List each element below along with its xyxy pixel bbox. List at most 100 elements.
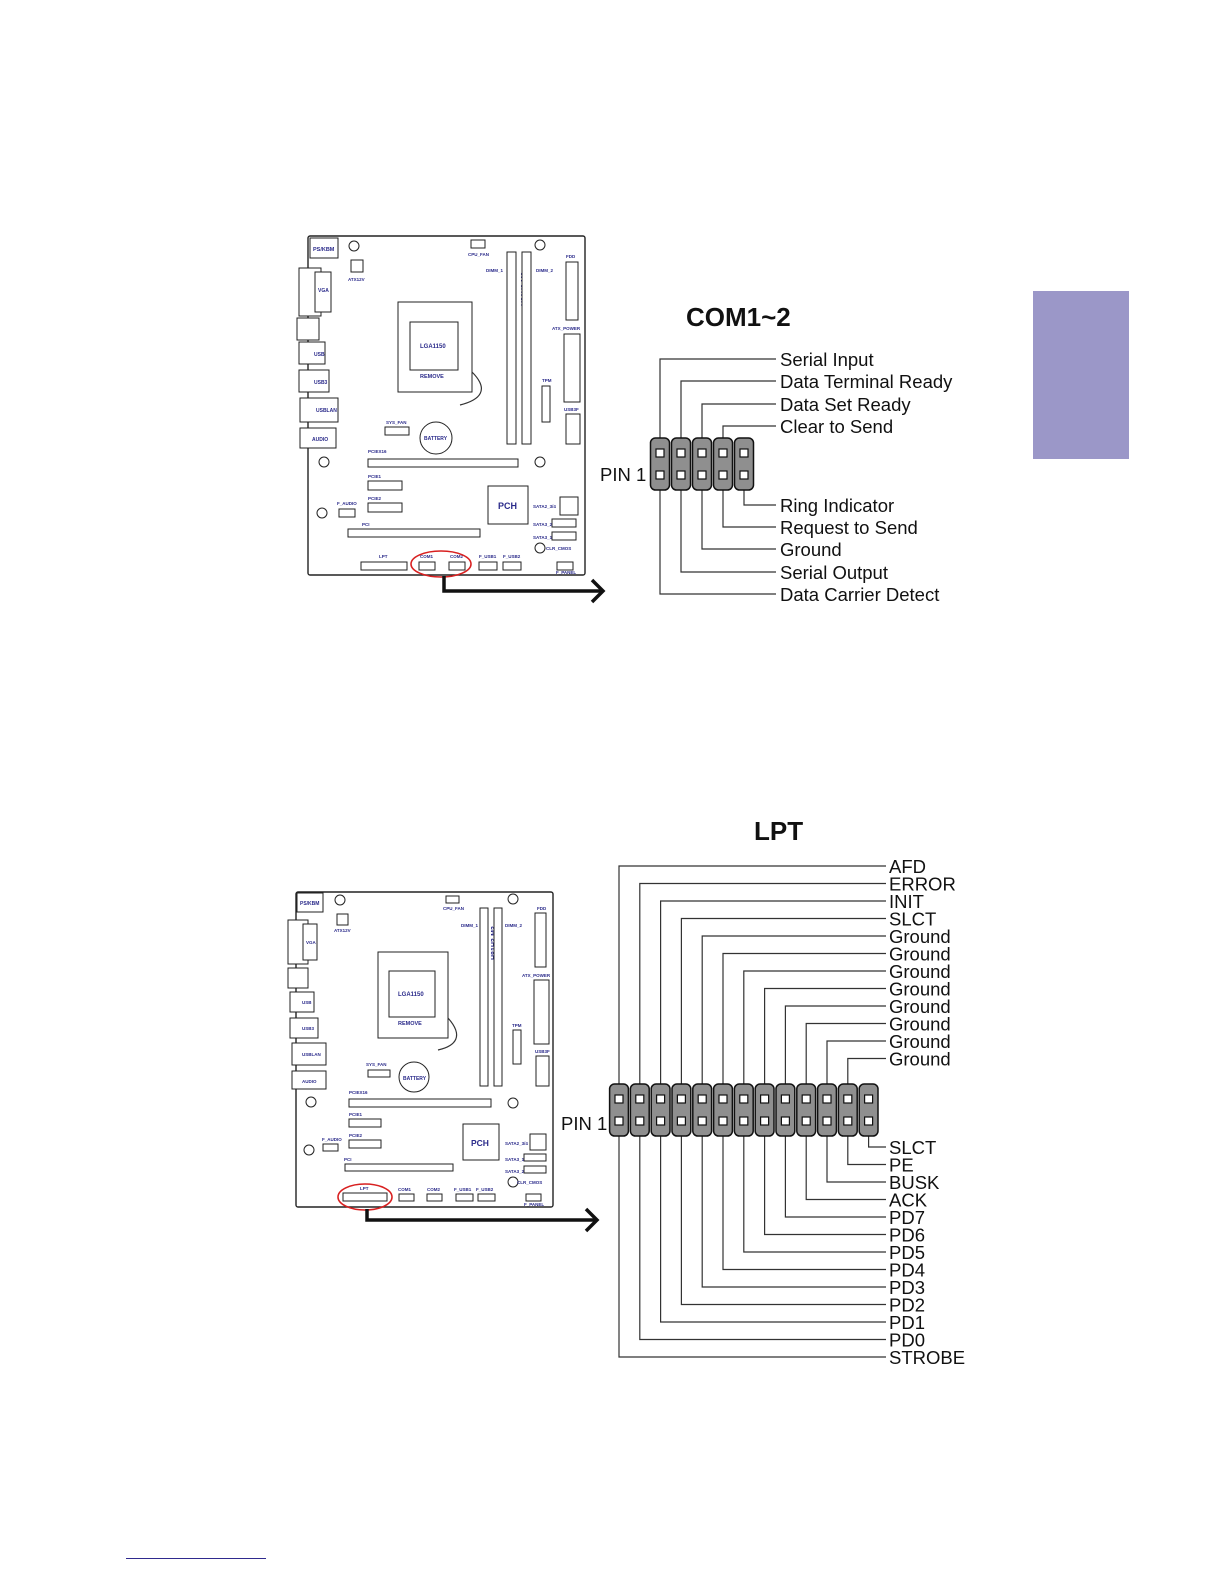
lpt-wire	[639, 1136, 886, 1341]
lpt-wire	[701, 1136, 886, 1288]
lpt-pin	[676, 1116, 687, 1126]
com-top-pin-label: Data Set Ready	[780, 394, 911, 415]
svg-text:PCIE2: PCIE2	[349, 1133, 363, 1138]
svg-text:PCIE1: PCIE1	[368, 474, 382, 479]
lpt-pin	[863, 1116, 874, 1126]
lpt-pinout-diagram: LPT PIN 1 AFDERRORINITSLCTGroundGroundGr…	[561, 816, 965, 1368]
lpt-column	[608, 1083, 630, 1137]
svg-text:F_USB2: F_USB2	[503, 554, 521, 559]
hdmi-port	[296, 317, 320, 341]
lpt-pin	[780, 1116, 791, 1126]
com-column	[712, 437, 734, 491]
svg-text:LPT: LPT	[360, 1186, 369, 1191]
lpt-pin	[739, 1094, 749, 1104]
svg-text:CLR_CMOS: CLR_CMOS	[546, 546, 571, 551]
motherboard-diagram-lpt: PS/KBM VGA USB USB3 USBLAN AUDIO ATX12V …	[287, 891, 600, 1233]
svg-text:LPT: LPT	[379, 554, 388, 559]
svg-text:REMOVE: REMOVE	[420, 374, 444, 380]
lpt-pin	[863, 1094, 874, 1104]
usblan-port	[299, 397, 339, 423]
svg-text:PCIE2: PCIE2	[368, 496, 382, 501]
svg-text:PCIEX16: PCIEX16	[349, 1090, 368, 1095]
lpt-arrow	[365, 1209, 596, 1222]
lpt-wire	[805, 1022, 886, 1084]
pcie1-slot	[367, 480, 403, 491]
svg-text:TPM: TPM	[512, 1023, 522, 1028]
lpt-wire	[764, 1136, 886, 1236]
svg-text:COM2: COM2	[427, 1187, 440, 1192]
lpt-pin	[718, 1116, 728, 1126]
com2-header-small	[448, 561, 466, 571]
com-top-pin-label: Clear to Send	[780, 416, 893, 437]
com-pin1-label: PIN 1	[600, 464, 646, 485]
atx12v-connector	[350, 259, 364, 273]
usb-port	[298, 341, 326, 365]
lpt-column	[754, 1083, 775, 1137]
lpt-wire	[847, 1057, 886, 1084]
lpt-top-pin-label: Ground	[889, 1049, 951, 1070]
lpt-pin	[614, 1094, 624, 1104]
svg-text:F_AUDIO: F_AUDIO	[337, 501, 357, 506]
svg-text:FDD: FDD	[537, 906, 547, 911]
lpt-bottom-pin-label: BUSK	[889, 1172, 940, 1193]
svg-text:TPM: TPM	[542, 378, 552, 383]
lpt-top-pin-label: Ground	[889, 944, 951, 965]
lpt-top-pin-label: Ground	[889, 996, 951, 1017]
lpt-wire	[680, 1136, 886, 1306]
lpt-bottom-pin-label: STROBE	[889, 1347, 965, 1368]
pci-slot	[347, 528, 481, 538]
svg-text:F_USB2: F_USB2	[476, 1187, 494, 1192]
dimm-slot-2	[521, 251, 532, 445]
com-wire	[722, 490, 776, 528]
lpt-pin	[718, 1094, 728, 1104]
tpm-header	[541, 385, 551, 423]
motherboard-diagram-com: PS/KBM VGA USB USB3 USBLAN AUDIO ATX12V …	[296, 235, 606, 604]
com-bottom-pin-label: Data Carrier Detect	[780, 584, 939, 605]
com-pin	[739, 448, 749, 458]
svg-text:LGA1150: LGA1150	[398, 992, 424, 998]
svg-text:SATA2_3/4: SATA2_3/4	[505, 1141, 528, 1146]
lpt-wire	[868, 1136, 886, 1148]
lpt-pin	[822, 1116, 832, 1126]
ps2-port	[309, 237, 339, 259]
svg-text:F_PANEL: F_PANEL	[556, 570, 576, 575]
lpt-top-pin-label: Ground	[889, 1014, 951, 1035]
com-wire	[701, 490, 776, 550]
lpt-bottom-pin-label: PD7	[889, 1207, 925, 1228]
svg-text:REMOVE: REMOVE	[398, 1021, 422, 1027]
svg-text:PS/KBM: PS/KBM	[313, 247, 335, 253]
com-column	[670, 437, 692, 491]
lpt-bottom-pin-label: PD1	[889, 1312, 925, 1333]
svg-text:F_USB1: F_USB1	[479, 554, 497, 559]
sata-connector	[559, 496, 579, 516]
svg-text:USB3F: USB3F	[564, 407, 579, 412]
com-highlight-ellipse	[410, 550, 472, 578]
com-wire	[701, 403, 776, 438]
com-pin	[676, 448, 686, 458]
lpt-wire	[722, 952, 886, 1084]
com-bottom-pin-label: Request to Send	[780, 517, 918, 538]
lpt-top-pin-label: ERROR	[889, 874, 956, 895]
com-column	[733, 437, 755, 491]
svg-text:USB: USB	[314, 352, 325, 358]
svg-text:SATA3_1: SATA3_1	[505, 1157, 525, 1162]
lpt-top-pin-label: AFD	[889, 856, 926, 877]
lpt-column	[692, 1083, 713, 1137]
lpt-pin	[614, 1116, 624, 1126]
lpt-pin1-label: PIN 1	[561, 1113, 607, 1134]
svg-text:PCI: PCI	[344, 1157, 352, 1162]
lpt-bottom-pin-label: PD0	[889, 1330, 925, 1351]
lpt-wire	[826, 1040, 886, 1084]
lpt-pin	[759, 1116, 770, 1126]
svg-text:COM1: COM1	[398, 1187, 411, 1192]
lpt-column	[650, 1083, 671, 1137]
lpt-wire	[639, 882, 886, 1084]
com-pin	[676, 470, 686, 480]
com1-header-small	[418, 561, 436, 571]
lpt-pin	[697, 1094, 707, 1104]
svg-text:USBLAN: USBLAN	[302, 1052, 321, 1057]
lpt-pin	[739, 1116, 749, 1126]
lpt-bottom-pin-label: PD6	[889, 1225, 925, 1246]
svg-text:DIMM_1: DIMM_1	[461, 923, 478, 928]
com-column	[691, 437, 713, 491]
